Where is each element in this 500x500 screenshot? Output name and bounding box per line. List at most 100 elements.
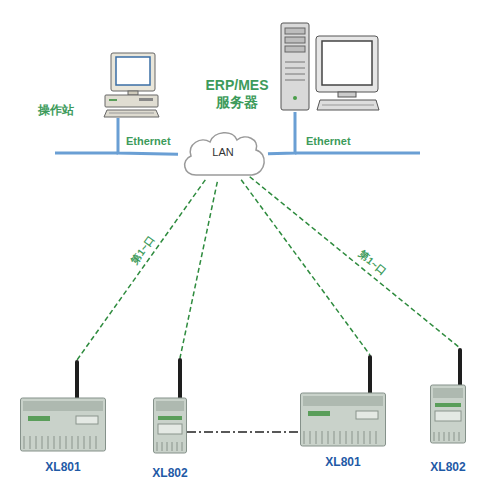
icon-part: [435, 411, 461, 421]
node-label: XL802: [152, 466, 187, 480]
icon-part: [435, 403, 461, 407]
icon-part: [60, 436, 61, 449]
icon-part: [328, 431, 329, 444]
icon-part: [370, 431, 371, 444]
icon-part: [30, 436, 31, 449]
wireless-label: 第1~口: [128, 232, 158, 268]
xl801-device: XL801: [300, 355, 386, 447]
icon-part: [78, 436, 79, 449]
xl802-device: XL802: [153, 358, 187, 454]
icon-part: [285, 62, 305, 63]
icon-part: [84, 436, 85, 449]
icon-part: [76, 416, 98, 424]
icon-part: [90, 436, 91, 449]
wireless-link: [77, 180, 205, 360]
icon-part: [308, 411, 330, 416]
ethernet-bus: [295, 152, 420, 155]
icon-part: [449, 432, 450, 441]
operator-station: 操作站: [103, 52, 160, 118]
operator-station-icon: [103, 52, 160, 118]
icon-part: [346, 431, 347, 444]
icon-part: [285, 68, 305, 69]
node-label: XL802: [430, 460, 465, 474]
icon-part: [310, 431, 311, 444]
icon-part: [139, 98, 153, 101]
icon-part: [431, 385, 466, 443]
network-label: Ethernet: [306, 135, 351, 148]
icon-part: [28, 416, 50, 421]
icon-part: [301, 393, 386, 446]
icon-part: [36, 436, 37, 449]
xl802-device: XL802: [430, 348, 466, 444]
icon-part: [317, 100, 379, 110]
lan-cloud: LAN: [178, 128, 268, 182]
icon-part: [304, 431, 305, 444]
icon-part: [433, 388, 463, 398]
icon-part: [96, 436, 97, 449]
icon-part: [352, 431, 353, 444]
icon-part: [109, 113, 154, 114]
icon-part: [364, 431, 365, 444]
icon-part: [162, 442, 163, 451]
icon-part: [21, 398, 106, 451]
icon-part: [104, 110, 159, 117]
icon-part: [24, 436, 25, 449]
icon-part: [356, 411, 378, 419]
icon-part: [281, 23, 309, 110]
icon-part: [285, 37, 305, 43]
icon-part: [42, 436, 43, 449]
icon-part: [105, 95, 158, 107]
icon-part: [111, 53, 155, 91]
icon-part: [72, 436, 73, 449]
icon-part: [285, 28, 305, 34]
icon-part: [156, 401, 184, 411]
xl802-device-icon: [153, 358, 187, 454]
icon-part: [116, 57, 150, 85]
icon-part: [293, 96, 297, 100]
icon-part: [158, 416, 182, 420]
node-label: XL801: [325, 455, 360, 469]
icon-part: [338, 92, 356, 97]
icon-part: [303, 396, 383, 406]
device-link: [187, 431, 300, 433]
ethernet-bus: [55, 152, 118, 155]
wireless-label: 第1~口: [354, 247, 389, 279]
xl801-device-icon: [20, 360, 106, 452]
icon-part: [285, 80, 305, 81]
icon-part: [340, 431, 341, 444]
xl802-device-icon: [430, 348, 466, 444]
icon-part: [167, 442, 168, 451]
icon-part: [322, 41, 372, 85]
node-label: LAN: [212, 146, 233, 159]
icon-part: [285, 46, 305, 52]
node-label: 操作站: [38, 103, 74, 117]
icon-part: [439, 432, 440, 441]
wireless-link: [241, 180, 370, 355]
node-label: XL801: [45, 460, 80, 474]
icon-part: [157, 442, 158, 451]
xl801-device: XL801: [20, 360, 106, 452]
icon-part: [316, 431, 317, 444]
icon-part: [459, 432, 460, 441]
icon-part: [322, 105, 374, 106]
icon-part: [185, 133, 265, 175]
icon-part: [23, 401, 103, 411]
server-computer-icon: [278, 22, 380, 112]
wireless-link: [180, 182, 217, 358]
node-label: ERP/MES 服务器: [202, 77, 272, 111]
icon-part: [54, 436, 55, 449]
server-computer: ERP/MES 服务器: [278, 22, 380, 112]
icon-part: [358, 431, 359, 444]
icon-part: [434, 432, 435, 441]
xl801-device-icon: [300, 355, 386, 447]
icon-part: [154, 398, 187, 453]
icon-part: [109, 99, 117, 101]
icon-part: [334, 431, 335, 444]
wireless-link: [250, 177, 460, 348]
ethernet-link: [118, 118, 178, 154]
icon-part: [128, 91, 138, 95]
icon-part: [158, 424, 182, 434]
icon-part: [376, 431, 377, 444]
